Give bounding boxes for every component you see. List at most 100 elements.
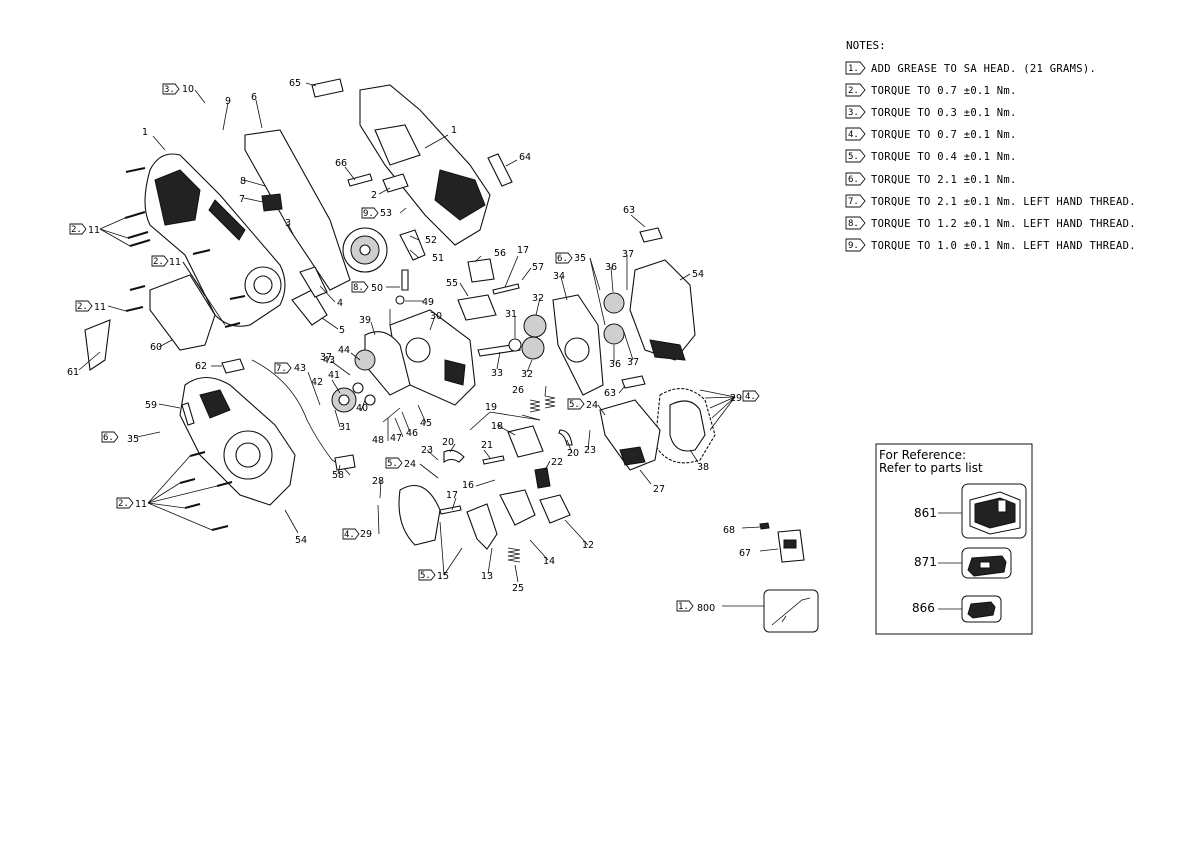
part-4 [299, 266, 328, 298]
callout: 20 [442, 437, 454, 448]
callout: 22 [551, 457, 563, 468]
note-3: 3. TORQUE TO 0.3 ±0.1 Nm. [845, 105, 1017, 119]
flag-4-marker: 4. [342, 528, 360, 540]
svg-text:5.: 5. [569, 400, 580, 410]
note-number: 7. [848, 197, 859, 207]
pad-55-part [457, 294, 497, 321]
callout: 44 [338, 345, 350, 356]
svg-text:1.: 1. [678, 602, 689, 612]
note-4: 4. TORQUE TO 0.7 ±0.1 Nm. [845, 127, 1016, 141]
callout: 13 [481, 571, 493, 582]
callout: 2 [371, 190, 377, 201]
flag-5-marker: 5. [418, 569, 436, 581]
callout: 50 [371, 283, 383, 294]
callout: 37 [627, 357, 639, 368]
left-housing-part [144, 153, 286, 327]
note-number: 2. [848, 86, 859, 96]
callout: 65 [289, 78, 301, 89]
note-text: ADD GREASE TO SA HEAD. (21 GRAMS). [871, 63, 1096, 75]
callout: 46 [406, 428, 418, 439]
svg-text:6.: 6. [557, 254, 568, 264]
flag-2-marker: 2. [69, 223, 87, 235]
bracket-58-part [334, 454, 356, 471]
lower-left-housing-part [179, 376, 296, 506]
callout: 36 [605, 262, 617, 273]
callout: 68 [723, 525, 735, 536]
svg-text:5.: 5. [387, 459, 398, 469]
callout: 63 [604, 388, 616, 399]
note-text: TORQUE TO 1.2 ±0.1 Nm. LEFT HAND THREAD. [871, 218, 1136, 230]
callout: 56 [494, 248, 506, 259]
callout: 57 [532, 262, 544, 273]
callout: 800 [697, 603, 715, 614]
pin-17-upper-part [492, 283, 520, 295]
note-1: 1. ADD GREASE TO SA HEAD. (21 GRAMS). [845, 61, 1096, 75]
svg-text:2.: 2. [77, 302, 88, 312]
callout: 36 [609, 359, 621, 370]
flag-7-marker: 7. [274, 362, 292, 374]
svg-text:4.: 4. [745, 392, 756, 402]
svg-text:861: 861 [914, 506, 937, 520]
note-2: 2. TORQUE TO 0.7 ±0.1 Nm. [845, 83, 1016, 97]
callout: 11 [94, 302, 106, 313]
pin-17-lower-part [439, 505, 462, 515]
label-66-part [347, 173, 373, 187]
gear-36-upper-part [603, 292, 625, 314]
callout: 31 [339, 422, 351, 433]
callout: 1 [142, 127, 148, 138]
reference-title: For Reference: [879, 448, 966, 462]
callout: 23 [421, 445, 433, 456]
screws-11-part [124, 167, 246, 531]
callout: 32 [521, 369, 533, 380]
callout: 8 [240, 176, 246, 187]
callout: 23 [584, 445, 596, 456]
pad-63-lower-part [621, 375, 646, 389]
flag-4-marker: 4. [742, 390, 760, 402]
callout: 38 [697, 462, 709, 473]
flag-6-marker: 6. [101, 431, 119, 443]
callout: 49 [422, 297, 434, 308]
callout: 9 [225, 96, 231, 107]
note-text: TORQUE TO 1.0 ±0.1 Nm. LEFT HAND THREAD. [871, 240, 1136, 252]
gearbox-30-part [389, 309, 476, 406]
callout: 3 [285, 218, 291, 229]
note-number: 4. [848, 130, 859, 140]
flag-5-marker: 5. [385, 457, 403, 469]
part-22 [534, 467, 551, 489]
gasket-39-part [364, 331, 411, 396]
note-text: TORQUE TO 0.4 ±0.1 Nm. [871, 151, 1017, 163]
callout: 17 [446, 490, 458, 501]
lever-13-part [466, 503, 498, 550]
callout: 63 [623, 205, 635, 216]
right-housing-part [359, 84, 491, 246]
trigger-7-part [261, 193, 283, 212]
notes-panel: NOTES: 1. ADD GREASE TO SA HEAD. (21 GRA… [845, 39, 1136, 252]
callout: 34 [553, 271, 565, 282]
svg-text:2.: 2. [71, 225, 82, 235]
callout: 37 [622, 249, 634, 260]
screw-68-part [759, 522, 770, 530]
flag-9-marker: 9. [361, 207, 379, 219]
callout: 55 [446, 278, 458, 289]
pad-63-upper-part [639, 227, 663, 243]
callout: 29 [360, 529, 372, 540]
screw-50-part [401, 269, 409, 291]
callout: 37 [320, 352, 332, 363]
leader-lines [78, 82, 779, 607]
callout: 52 [425, 235, 437, 246]
label-64-part [487, 153, 513, 187]
note-number: 8. [848, 219, 859, 229]
flag-8-marker: 8. [351, 281, 369, 293]
reference-item-866: 866 [912, 595, 1002, 623]
note-text: TORQUE TO 0.3 ±0.1 Nm. [871, 107, 1017, 119]
callout: 15 [437, 571, 449, 582]
left-cover-part [149, 274, 216, 351]
label-65-part [311, 78, 344, 98]
callout: 11 [88, 225, 100, 236]
washer-49-part [395, 295, 405, 305]
brush-5-part [291, 289, 328, 326]
reference-item-861: 861 [914, 483, 1027, 539]
callout: 35 [127, 434, 139, 445]
callout: 12 [582, 540, 594, 551]
callout: 51 [432, 253, 444, 264]
